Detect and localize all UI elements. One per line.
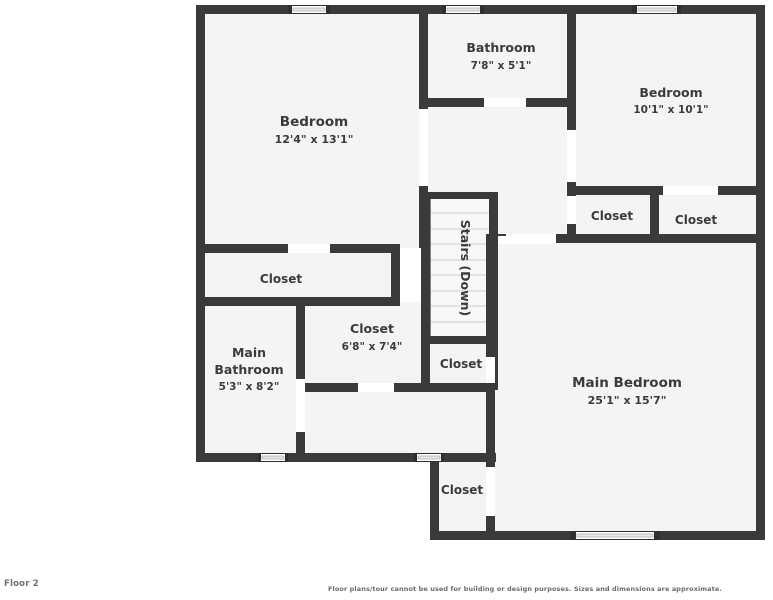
wall-closet-center-bottom-a [296, 383, 358, 392]
wall-closet-stairs-left [421, 336, 430, 390]
door-hall-ne-bedroom [567, 130, 576, 182]
door-bathroom [484, 98, 526, 107]
wall-bedroom-ne-bottom-b [718, 186, 765, 195]
window-lower-hall-bottom [414, 453, 444, 462]
wall-main-bedroom-top-b [556, 234, 765, 243]
wall-hall-main-bed-connector [489, 236, 495, 244]
door-closet-west [288, 244, 330, 253]
label-bedroom-ne-dim: 10'1" x 10'1" [633, 104, 708, 116]
wall-main-bathroom-right-b [296, 432, 305, 462]
wall-closet-south-left [430, 453, 439, 540]
wall-hall-right-a [567, 102, 576, 130]
wall-stairs-bottom [421, 336, 498, 344]
label-main-bathroom-name-1: Main [232, 345, 266, 360]
wall-ext-top-d [681, 5, 765, 14]
label-closet-center-dim: 6'8" x 7'4" [342, 341, 403, 353]
room-fill-closet-stairs [430, 338, 494, 390]
door-stairs-landing [498, 236, 556, 244]
wall-main-bathroom-right-a [296, 297, 305, 379]
wall-ext-top-c [484, 5, 632, 14]
door-closet-ne-right [663, 186, 718, 195]
room-fill-lower-hall [300, 390, 494, 462]
label-main-bathroom-name-2: Bathroom [214, 362, 283, 377]
stairs-fill [430, 198, 490, 338]
label-main-bedroom-dim: 25'1" x 15'7" [588, 394, 667, 407]
windows [258, 5, 681, 540]
wall-main-bedroom-left-b [486, 383, 495, 459]
door-closet-ne-left [567, 196, 576, 224]
wall-bedroom-ne-bottom-a [567, 186, 663, 195]
floor-label: Floor 2 [4, 579, 39, 589]
label-closet-ne-right: Closet [675, 213, 717, 227]
wall-closet-west-right [391, 244, 400, 302]
door-main-bedroom-left [486, 357, 495, 383]
room-fill-main-bathroom [196, 302, 300, 462]
wall-ext-right [756, 5, 765, 540]
wall-closet-south-right-top [486, 453, 495, 467]
room-fill-bathroom [428, 5, 576, 102]
door-openings [288, 98, 718, 516]
wall-ext-bottom-e [660, 531, 765, 540]
label-bedroom-nw-dim: 12'4" x 13'1" [275, 133, 354, 146]
door-closet-center [358, 383, 394, 392]
walls [196, 5, 765, 540]
label-closet-west: Closet [260, 272, 302, 286]
wall-ext-top-a [196, 5, 288, 14]
wall-closet-ne-divider [650, 186, 659, 243]
room-fill-closet-ne-right [654, 191, 765, 239]
wall-closet-center-bottom-c [442, 383, 495, 392]
wall-bathroom-bottom-a [428, 98, 484, 107]
room-fill-closet-ne-left [576, 191, 654, 239]
door-bedroom-nw-hall [419, 109, 428, 186]
door-main-bathroom [296, 379, 305, 432]
wall-stairs-top [421, 192, 498, 199]
stair-treads [431, 212, 489, 323]
wall-ext-top-b [330, 5, 442, 14]
wall-ext-bottom-d [430, 531, 570, 540]
wall-closet-center-bottom-b [394, 383, 442, 392]
window-bedroom-ne-top [632, 5, 681, 14]
room-fill-main-bedroom [494, 239, 765, 540]
room-fill-bedroom-ne [576, 5, 765, 191]
room-fill-bedroom-nw [196, 5, 428, 248]
wall-ext-bottom-c [444, 453, 496, 462]
label-bedroom-ne-name: Bedroom [639, 85, 702, 100]
label-closet-south: Closet [441, 483, 483, 497]
wall-closet-west-top-b [330, 244, 400, 253]
door-closet-south [486, 467, 495, 516]
window-bedroom-nw-top [288, 5, 330, 14]
wall-ext-bottom-a [196, 453, 258, 462]
window-main-bedroom-bottom [570, 531, 660, 540]
label-bathroom-name: Bathroom [466, 40, 535, 55]
label-closet-ne-left: Closet [591, 209, 633, 223]
label-stairs: Stairs (Down) [458, 220, 473, 317]
room-fill-closet-south [430, 456, 494, 540]
window-bathroom-top [442, 5, 484, 14]
wall-ext-bottom-b [288, 453, 414, 462]
room-fill-closet-west [196, 248, 392, 302]
wall-bathroom-bottom-b [526, 98, 576, 107]
disclaimer-text: Floor plans/tour cannot be used for buil… [328, 585, 722, 593]
wall-closet-ne-left-jamb-bot [567, 224, 576, 243]
wall-bedroom-nw-right-a [419, 5, 428, 109]
room-fills [196, 5, 765, 540]
wall-closet-south-right-bot [486, 516, 495, 540]
label-main-bathroom-dim: 5'3" x 8'2" [219, 381, 280, 393]
wall-closet-west-top-a [196, 244, 288, 253]
wall-stairs-right [489, 192, 498, 344]
wall-ext-left [196, 5, 205, 462]
label-bathroom-dim: 7'8" x 5'1" [471, 60, 532, 72]
label-bedroom-nw-name: Bedroom [280, 114, 348, 130]
room-labels: Bedroom 12'4" x 13'1" Bathroom 7'8" x 5'… [214, 40, 717, 497]
wall-bathroom-right [567, 5, 576, 102]
window-main-bathroom-bottom [258, 453, 288, 462]
wall-stairs-left [421, 192, 430, 344]
label-closet-stairs: Closet [440, 357, 482, 371]
label-closet-center-name: Closet [350, 321, 394, 336]
wall-closet-ne-left-jamb-top [567, 186, 576, 196]
label-main-bedroom-name: Main Bedroom [572, 375, 682, 391]
